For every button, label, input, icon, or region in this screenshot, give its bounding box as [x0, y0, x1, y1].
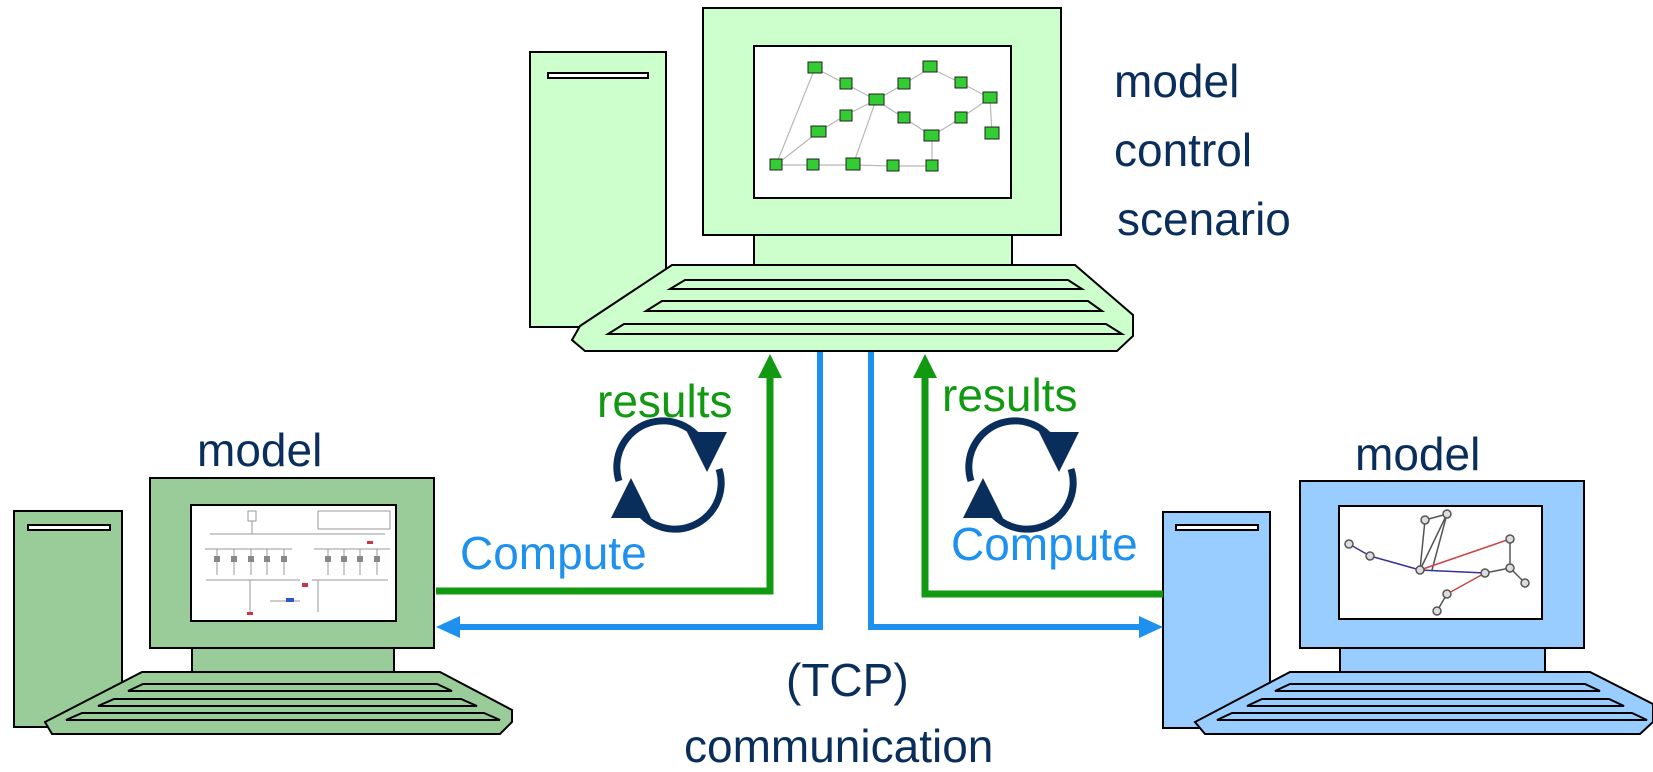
- center-tower: [529, 51, 667, 328]
- right-computer: [1162, 480, 1653, 735]
- refresh-cycle-icon: [963, 417, 1079, 533]
- center-control-label: control: [1114, 124, 1253, 176]
- center-model-label: model: [1114, 55, 1240, 107]
- results-arrow-left: [436, 354, 782, 595]
- left-keyboard-keys: [65, 683, 501, 721]
- right-model-label: model: [1355, 428, 1481, 480]
- results-label-left: results: [597, 375, 733, 427]
- left-screen-circuit-marks: [214, 541, 380, 615]
- communication-label: communication: [684, 720, 994, 772]
- left-monitor-neck: [191, 647, 395, 673]
- center-keyboard-keys: [604, 279, 1126, 335]
- center-screen: [753, 45, 1012, 199]
- compute-arrow-right: [868, 352, 1163, 638]
- center-screen-nodes: [769, 60, 1000, 172]
- center-keyboard: [570, 264, 1134, 352]
- left-keyboard: [43, 671, 513, 735]
- center-scenario-label: scenario: [1117, 193, 1291, 245]
- results-arrow-right: [913, 354, 1163, 598]
- right-keyboard-keys: [1216, 683, 1648, 721]
- compute-label-left: Compute: [460, 527, 647, 579]
- left-screen: [190, 504, 397, 622]
- left-drive-slot: [27, 524, 111, 531]
- right-screen-nodes: [1344, 509, 1530, 616]
- left-model-label: model: [197, 424, 323, 476]
- results-label-right: results: [942, 369, 1078, 421]
- center-monitor-neck: [753, 234, 1013, 266]
- right-keyboard: [1193, 671, 1653, 735]
- right-drive-slot: [1175, 524, 1259, 531]
- center-computer: [529, 7, 1134, 352]
- compute-arrow-left: [436, 352, 823, 638]
- left-computer: [13, 477, 513, 735]
- tcp-label: (TCP): [786, 654, 909, 706]
- refresh-cycle-icon: [611, 417, 727, 533]
- compute-label-right: Compute: [951, 518, 1138, 570]
- right-monitor-neck: [1339, 647, 1546, 673]
- center-drive-slot: [547, 72, 649, 79]
